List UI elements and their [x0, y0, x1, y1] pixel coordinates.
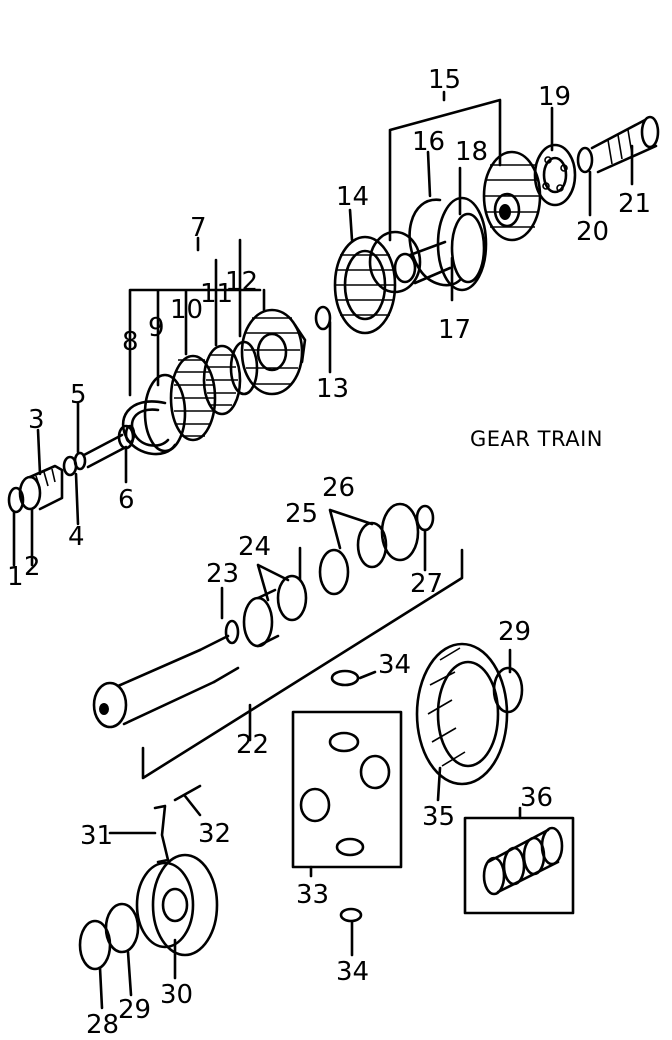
input-shaft-assembly — [7, 424, 136, 514]
callout-14: 14 — [336, 182, 369, 212]
callout-12: 12 — [225, 267, 258, 297]
callout-9: 9 — [148, 313, 165, 343]
callout-7: 7 — [190, 213, 207, 243]
part-11-gear — [202, 344, 242, 416]
callout-21: 21 — [618, 189, 651, 219]
callout-31: 31 — [80, 821, 113, 851]
countershaft-assembly — [92, 502, 435, 729]
callout-32: 32 — [198, 819, 231, 849]
part-27-ring — [415, 504, 435, 532]
callout-26: 26 — [322, 473, 355, 503]
part-31-key — [153, 804, 170, 864]
part-21-shaft — [590, 118, 658, 174]
callout-34-bottom: 34 — [336, 957, 369, 987]
callout-10: 10 — [170, 295, 203, 325]
part-13-ring — [314, 305, 332, 331]
part-25-bearing — [318, 548, 350, 596]
countershaft — [116, 648, 216, 726]
callout-22: 22 — [236, 730, 269, 760]
callout-33: 33 — [296, 880, 329, 910]
gear-cluster-7 — [121, 308, 307, 456]
callout-30: 30 — [160, 980, 193, 1010]
callout-29-right: 29 — [498, 617, 531, 647]
callout-4: 4 — [68, 522, 85, 552]
callout-29-left: 29 — [118, 995, 151, 1025]
part-19-bearing — [533, 143, 577, 207]
parts-13-14 — [314, 235, 397, 335]
callout-23: 23 — [206, 559, 239, 589]
pinion-gear-bottom — [335, 837, 365, 857]
differential-assembly — [78, 642, 575, 971]
part-34-washer-top — [330, 669, 360, 687]
output-shaft — [533, 115, 660, 207]
part-23-ring — [224, 619, 240, 645]
callout-18: 18 — [455, 137, 488, 167]
diagram-caption: GEAR TRAIN — [470, 427, 603, 451]
part-33-box — [291, 710, 403, 869]
part-3-gear — [28, 464, 64, 511]
synchro-hub — [240, 308, 304, 396]
callout-24: 24 — [238, 532, 271, 562]
part-25-gear — [276, 574, 308, 622]
part-32-pin — [173, 784, 202, 802]
leader-lines — [12, 90, 634, 1010]
part-18-ring — [436, 196, 488, 292]
part-29-bearing-right — [492, 666, 524, 714]
part-5-ring — [73, 451, 87, 471]
callout-6: 6 — [118, 485, 135, 515]
part-22-bracket — [141, 548, 464, 780]
callout-13: 13 — [316, 374, 349, 404]
part-28-ring — [78, 919, 112, 971]
side-gear-left — [299, 787, 331, 823]
part-20-ring — [576, 146, 594, 174]
callout-35: 35 — [422, 802, 455, 832]
callout-15: 15 — [428, 65, 461, 95]
countershaft-gear — [92, 681, 128, 729]
callout-5: 5 — [70, 380, 87, 410]
callout-3: 3 — [28, 405, 45, 435]
part-1-snap-ring — [7, 486, 25, 514]
part-34-washer-bottom — [339, 907, 363, 923]
part-30-case — [151, 853, 219, 957]
part-16-clip — [408, 198, 462, 287]
callout-19: 19 — [538, 82, 571, 112]
pinion-gear-top — [328, 731, 360, 753]
part-24-bearing — [242, 596, 274, 648]
callout-labels: 1 2 3 4 5 6 7 8 9 10 11 12 13 14 15 16 1… — [7, 65, 651, 1040]
callout-2: 2 — [24, 552, 41, 582]
callout-34-top: 34 — [378, 650, 411, 680]
part-36-box — [463, 816, 575, 915]
part-9-ring — [143, 373, 187, 453]
callout-28: 28 — [86, 1010, 119, 1040]
callout-36: 36 — [520, 783, 553, 813]
callout-16: 16 — [412, 127, 445, 157]
callout-1: 1 — [7, 562, 24, 592]
gear-set-15 — [368, 150, 542, 294]
callout-20: 20 — [576, 217, 609, 247]
callout-8: 8 — [122, 327, 139, 357]
callout-27: 27 — [410, 569, 443, 599]
callout-11: 11 — [200, 279, 233, 309]
callout-17: 17 — [438, 315, 471, 345]
part-8-snap-ring — [121, 400, 177, 456]
callout-25: 25 — [285, 499, 318, 529]
part-35-ring-gear — [415, 642, 509, 786]
side-gear-right — [359, 754, 391, 790]
part-15-gear — [368, 230, 422, 294]
input-shaft — [82, 433, 128, 469]
